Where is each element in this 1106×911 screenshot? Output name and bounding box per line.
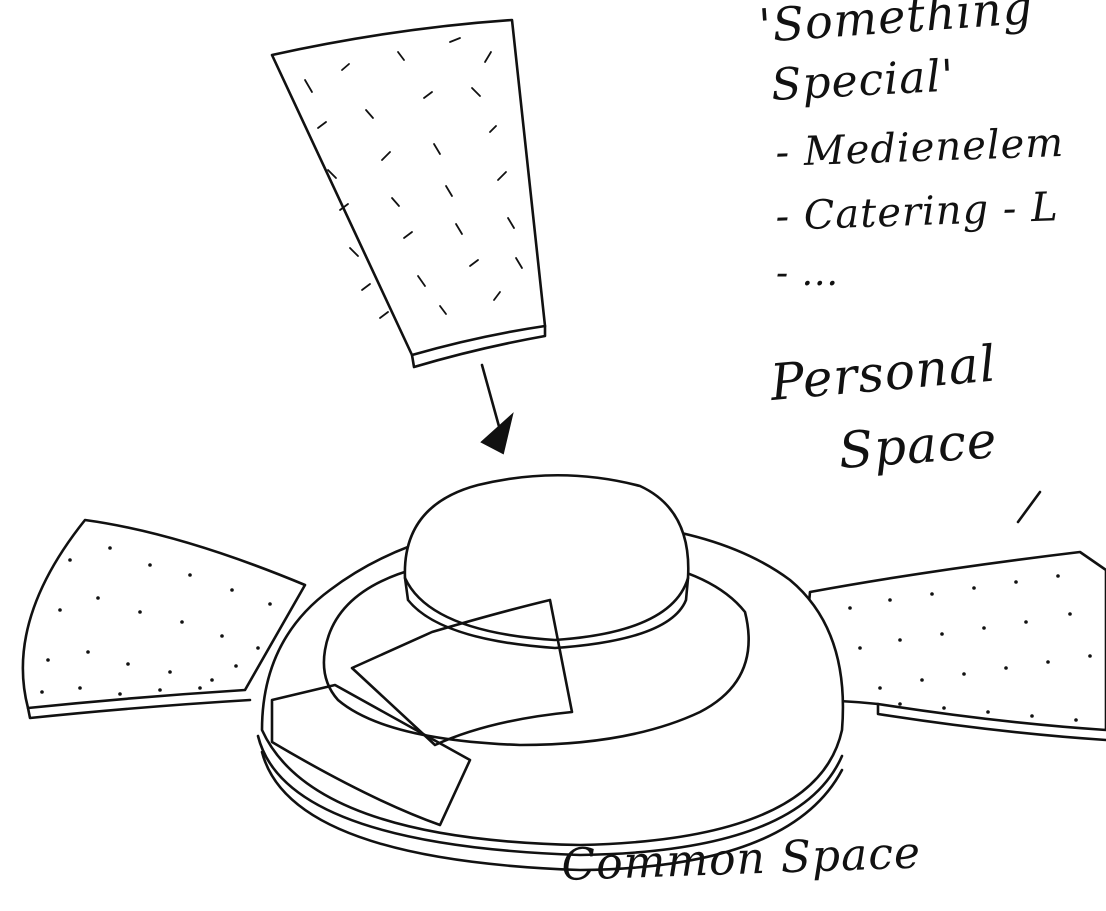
texture-dot [1088,654,1092,658]
texture-dot [1068,612,1072,616]
texture-dot [986,710,990,714]
texture-dot [930,592,934,596]
notes: 'Something Special' - Medienelem - Cater… [757,0,1065,294]
texture-dot [920,678,924,682]
personal-space-pointer [1018,492,1040,522]
texture-dot [168,670,172,674]
texture-dot [898,702,902,706]
texture-dot [198,686,202,690]
texture-dot [40,690,44,694]
texture-dot [1004,666,1008,670]
texture-mark [350,248,358,256]
notes-title-line1: 'Something [757,0,1035,53]
texture-dot [972,586,976,590]
personal-space-line2: Space [837,411,999,480]
texture-mark [362,284,370,290]
left-wing [23,520,305,718]
texture-dot [96,596,100,600]
texture-dot [210,678,214,682]
texture-dot [1030,714,1034,718]
texture-dot [188,573,192,577]
texture-dot [230,588,234,592]
texture-dot [1056,574,1060,578]
texture-dot [234,664,238,668]
texture-dot [138,610,142,614]
texture-dot [1074,718,1078,722]
texture-dot [1014,580,1018,584]
notes-item-1: - Medienelem [775,120,1065,176]
texture-dot [888,598,892,602]
down-arrow [482,365,512,453]
notes-title-line2: Special' [770,50,956,111]
texture-dot [848,606,852,610]
texture-dot [148,563,152,567]
texture-dot [86,650,90,654]
texture-dot [268,602,272,606]
texture-dot [58,608,62,612]
texture-mark [380,312,388,318]
central-table [258,475,843,870]
notes-item-3: - ... [776,253,839,294]
texture-dot [180,620,184,624]
right-wing [800,552,1106,740]
personal-space-line1: Personal [767,334,999,412]
texture-dot [220,634,224,638]
texture-dot [46,658,50,662]
texture-dot [878,686,882,690]
texture-dot [78,686,82,690]
floating-module [272,20,545,367]
notes-item-2: - Catering - L [775,184,1060,240]
texture-dot [962,672,966,676]
texture-dot [940,632,944,636]
texture-dot [942,706,946,710]
texture-dot [982,626,986,630]
texture-dot [256,646,260,650]
texture-dot [126,662,130,666]
texture-dot [108,546,112,550]
texture-dot [1046,660,1050,664]
texture-dot [1024,620,1028,624]
texture-dot [898,638,902,642]
texture-dot [158,688,162,692]
texture-dot [118,692,122,696]
texture-dot [858,646,862,650]
texture-dot [68,558,72,562]
